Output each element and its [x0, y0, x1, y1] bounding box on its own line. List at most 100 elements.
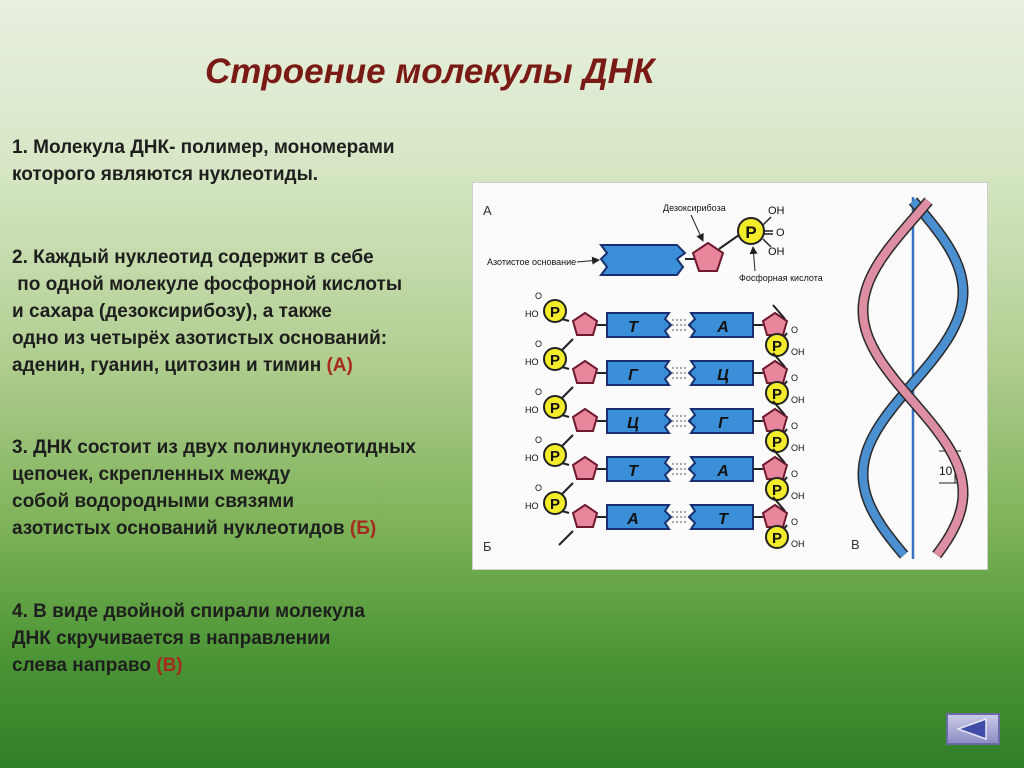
oh-label: OH [791, 347, 805, 357]
phosphate-label: P [550, 304, 560, 321]
nitrogen-base-caption: Азотистое основание [487, 257, 576, 267]
base-right [687, 456, 754, 482]
phosphate-label: P [550, 400, 560, 417]
phosphate-label: P [772, 482, 782, 499]
base-left [606, 504, 673, 530]
o-label: O [791, 325, 798, 335]
o-label: O [535, 483, 542, 493]
o-label: O [535, 339, 542, 349]
phosphate-label: P [772, 338, 782, 355]
ho-label: HO [525, 453, 539, 463]
o-label: O [791, 469, 798, 479]
phosphate-label: P [550, 352, 560, 369]
base-right [687, 408, 754, 434]
base-right-letter: А [716, 319, 729, 336]
sugar-left [571, 503, 599, 528]
ho-label: HO [525, 501, 539, 511]
base-left [606, 360, 673, 386]
base-left [606, 408, 673, 434]
sugar-left [571, 455, 599, 480]
dna-figure: А Б В P OH O OH Дезоксирибоза Азотистое … [472, 182, 988, 570]
phosphate-circle-left [543, 347, 567, 371]
phosphate-circle-right [765, 381, 789, 405]
phosphate-label: P [550, 496, 560, 513]
base-right [687, 504, 754, 530]
nucleotide-diagram: P OH O OH Дезоксирибоза Азотистое основа… [487, 203, 823, 283]
point-4: 4. В виде двойной спирали молекула ДНК с… [12, 598, 365, 679]
phosphate-circle-left [543, 299, 567, 323]
o-label: O [791, 517, 798, 527]
o-label: O [791, 421, 798, 431]
phosphate-circle-right [765, 333, 789, 357]
phosphate-circle-right [765, 429, 789, 453]
base-left-letter: Т [628, 463, 639, 480]
base-right-letter: Т [718, 511, 729, 528]
helix-strand-pink [859, 198, 967, 558]
ho-label: HO [525, 309, 539, 319]
o-label: O [791, 373, 798, 383]
base-right-letter: Ц [717, 367, 729, 384]
deoxyribose-shape [691, 241, 725, 272]
back-nav-button[interactable] [946, 713, 1000, 745]
point-3-ref: (Б) [349, 518, 377, 539]
figure-label-b: Б [483, 539, 492, 554]
base-right [687, 312, 754, 338]
helix-strand-blue [858, 198, 967, 558]
phosphate-label: P [745, 223, 756, 242]
oh-label: OH [791, 491, 805, 501]
base-right-letter: А [716, 463, 729, 480]
base-left-letter: А [626, 511, 639, 528]
ho-label: HO [525, 405, 539, 415]
point-3-text: 3. ДНК состоит из двух полинуклеотидных … [12, 437, 416, 539]
phosphate-circle-left [543, 491, 567, 515]
back-arrow-icon [955, 717, 987, 741]
base-left-letter: Т [628, 319, 639, 336]
oh-label-bottom: OH [768, 246, 785, 258]
phosphate-circle-right [765, 525, 789, 549]
phosphate-circle-left [543, 443, 567, 467]
figure-label-v: В [851, 537, 860, 552]
o-label: O [535, 435, 542, 445]
phosphate-label: P [550, 448, 560, 465]
base-left [606, 456, 673, 482]
base-left-letter: Г [628, 367, 639, 384]
point-2-text: 2. Каждый нуклеотид содержит в себе по о… [12, 247, 403, 376]
sugar-left [571, 407, 599, 432]
nitrogen-base-shape [599, 244, 687, 276]
oh-label: OH [791, 443, 805, 453]
dna-illustration: А Б В P OH O OH Дезоксирибоза Азотистое … [483, 197, 969, 559]
point-4-ref: (В) [156, 655, 183, 676]
phosphate-circle-right [765, 477, 789, 501]
point-2-ref: (А) [326, 355, 353, 376]
point-4-text: 4. В виде двойной спирали молекула ДНК с… [12, 601, 365, 676]
o-label: O [776, 227, 785, 239]
point-1: 1. Молекула ДНК- полимер, мономерами кот… [12, 134, 395, 188]
double-helix-diagram: 10 Å [857, 197, 969, 559]
base-right-letter: Г [718, 415, 729, 432]
sugar-left [571, 359, 599, 384]
page-title: Строение молекулы ДНК [205, 52, 655, 91]
phosphate-label: P [772, 434, 782, 451]
base-left [606, 312, 673, 338]
point-2: 2. Каждый нуклеотид содержит в себе по о… [12, 244, 402, 379]
phosphate-circle-left [543, 395, 567, 419]
sugar-left [571, 311, 599, 336]
oh-label: OH [791, 539, 805, 549]
o-label: O [535, 291, 542, 301]
point-3: 3. ДНК состоит из двух полинуклеотидных … [12, 434, 416, 542]
point-1-text: 1. Молекула ДНК- полимер, мономерами кот… [12, 137, 395, 185]
base-right [687, 360, 754, 386]
base-left-letter: Ц [627, 415, 639, 432]
o-label: O [535, 387, 542, 397]
ho-label: HO [525, 357, 539, 367]
oh-label: OH [791, 395, 805, 405]
phosphate-label: P [772, 386, 782, 403]
deoxyribose-caption: Дезоксирибоза [663, 203, 726, 213]
oh-label-top: OH [768, 205, 785, 217]
